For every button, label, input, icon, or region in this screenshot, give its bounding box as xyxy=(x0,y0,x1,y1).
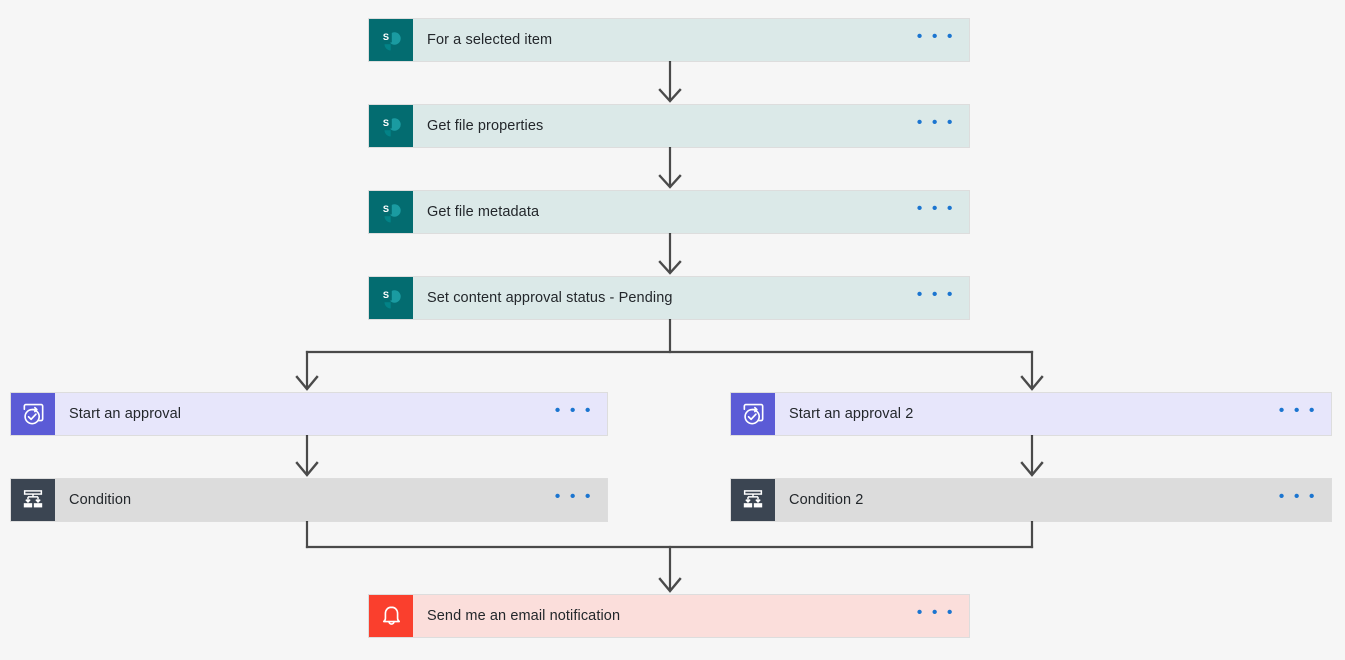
node-body[interactable]: Send me an email notification • • • xyxy=(413,595,969,637)
node-overflow-menu-icon[interactable]: • • • xyxy=(1278,488,1317,505)
arrowhead-split-right xyxy=(1020,375,1044,391)
bell-icon xyxy=(369,595,413,637)
flow-node-get-file-properties[interactable]: S Get file properties • • • xyxy=(368,104,970,148)
node-overflow-menu-icon[interactable]: • • • xyxy=(916,200,955,217)
node-body[interactable]: For a selected item • • • xyxy=(413,19,969,61)
node-body[interactable]: Set content approval status - Pending • … xyxy=(413,277,969,319)
node-body[interactable]: Start an approval 2 • • • xyxy=(775,393,1331,435)
condition-branch-icon xyxy=(731,479,775,521)
arrowhead-trigger-to-properties xyxy=(658,88,682,103)
sharepoint-icon: S xyxy=(369,105,413,147)
flow-node-set-content-approval-status-pending[interactable]: S Set content approval status - Pending … xyxy=(368,276,970,320)
flow-node-condition[interactable]: Condition • • • xyxy=(10,478,608,522)
node-overflow-menu-icon[interactable]: • • • xyxy=(916,286,955,303)
sharepoint-icon: S xyxy=(369,191,413,233)
node-overflow-menu-icon[interactable]: • • • xyxy=(554,402,593,419)
node-overflow-menu-icon[interactable]: • • • xyxy=(916,28,955,45)
node-title: For a selected item xyxy=(427,32,553,48)
node-overflow-menu-icon[interactable]: • • • xyxy=(916,604,955,621)
node-title: Condition 2 xyxy=(789,492,864,508)
node-body[interactable]: Condition 2 • • • xyxy=(775,479,1331,521)
approval-check-icon xyxy=(731,393,775,435)
arrowhead-metadata-to-status xyxy=(658,260,682,275)
arrowhead-approval2-to-condition2 xyxy=(1020,461,1044,477)
node-overflow-menu-icon[interactable]: • • • xyxy=(554,488,593,505)
node-title: Set content approval status - Pending xyxy=(427,290,673,306)
flow-node-for-a-selected-item[interactable]: S For a selected item • • • xyxy=(368,18,970,62)
node-body[interactable]: Get file properties • • • xyxy=(413,105,969,147)
approval-check-icon xyxy=(11,393,55,435)
sharepoint-icon: S xyxy=(369,19,413,61)
svg-text:S: S xyxy=(383,118,389,128)
flow-node-send-me-an-email-notification[interactable]: Send me an email notification • • • xyxy=(368,594,970,638)
node-overflow-menu-icon[interactable]: • • • xyxy=(1278,402,1317,419)
node-title: Get file metadata xyxy=(427,204,540,220)
node-title: Start an approval xyxy=(69,406,182,422)
flow-node-start-an-approval-2[interactable]: Start an approval 2 • • • xyxy=(730,392,1332,436)
node-body[interactable]: Get file metadata • • • xyxy=(413,191,969,233)
flow-node-start-an-approval[interactable]: Start an approval • • • xyxy=(10,392,608,436)
svg-text:S: S xyxy=(383,204,389,214)
arrowhead-properties-to-metadata xyxy=(658,174,682,189)
arrowhead-approval-to-condition xyxy=(295,461,319,477)
node-title: Get file properties xyxy=(427,118,544,134)
svg-text:S: S xyxy=(383,290,389,300)
condition-branch-icon xyxy=(11,479,55,521)
node-title: Condition xyxy=(69,492,132,508)
arrowhead-split-left xyxy=(295,375,319,391)
flow-node-get-file-metadata[interactable]: S Get file metadata • • • xyxy=(368,190,970,234)
arrowhead-merge-to-email xyxy=(658,577,682,593)
node-body[interactable]: Start an approval • • • xyxy=(55,393,607,435)
flow-node-condition-2[interactable]: Condition 2 • • • xyxy=(730,478,1332,522)
node-body[interactable]: Condition • • • xyxy=(55,479,607,521)
node-title: Start an approval 2 xyxy=(789,406,914,422)
sharepoint-icon: S xyxy=(369,277,413,319)
node-overflow-menu-icon[interactable]: • • • xyxy=(916,114,955,131)
node-title: Send me an email notification xyxy=(427,608,621,624)
svg-text:S: S xyxy=(383,32,389,42)
